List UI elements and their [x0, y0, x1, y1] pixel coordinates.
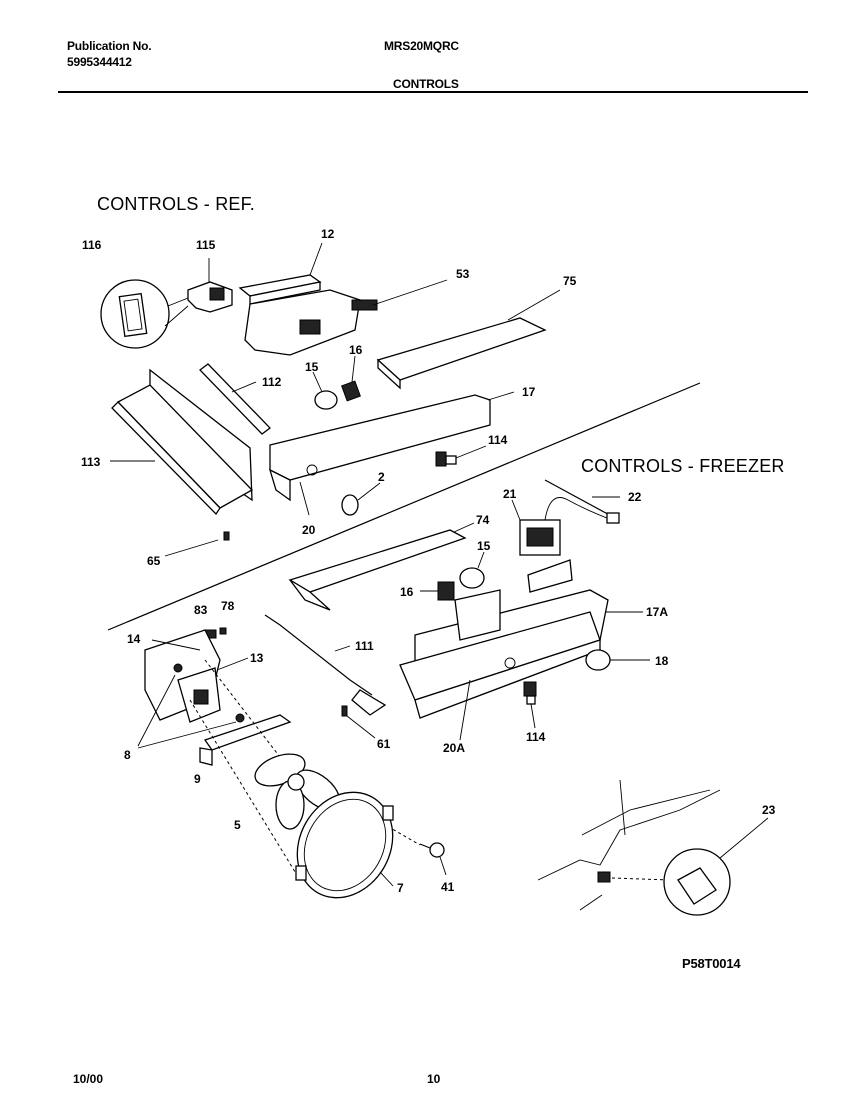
callout-2: 2 — [378, 470, 385, 484]
part-23-inset-detail — [537, 779, 769, 916]
footer-date: 10/00 — [73, 1072, 104, 1086]
callout-114-frz: 114 — [526, 730, 546, 744]
part-15-bulb-ref — [312, 371, 338, 410]
header-rule — [58, 91, 808, 93]
part-18-knob — [585, 649, 650, 671]
part-65-screw — [164, 531, 230, 557]
part-8-leader-b — [137, 721, 237, 749]
part-113-panel — [110, 368, 254, 516]
callout-18: 18 — [655, 654, 669, 668]
callout-111: 111 — [355, 639, 374, 653]
callout-83: 83 — [194, 603, 208, 617]
publication-number: 5995344412 — [67, 55, 132, 69]
callout-116: 116 — [82, 238, 102, 252]
callout-20a: 20A — [443, 741, 466, 755]
callout-78: 78 — [221, 599, 235, 613]
part-112-rod — [199, 363, 271, 435]
callout-74: 74 — [476, 513, 490, 527]
callout-20: 20 — [302, 523, 316, 537]
callout-53: 53 — [456, 267, 470, 281]
part-21-thermostat — [511, 497, 613, 556]
callout-14: 14 — [127, 632, 141, 646]
part-75-light-shield — [376, 289, 561, 390]
section-divider-line — [107, 382, 701, 631]
callout-15-frz: 15 — [477, 539, 491, 553]
callout-15-ref: 15 — [305, 360, 319, 374]
part-8-leader-a — [137, 674, 176, 747]
part-41-screw — [419, 842, 447, 876]
callout-7: 7 — [397, 881, 404, 895]
publication-label: Publication No. — [67, 39, 152, 53]
callout-12: 12 — [321, 227, 335, 241]
freezer-controls-title: CONTROLS - FREEZER — [581, 456, 785, 476]
callout-5: 5 — [234, 818, 241, 832]
callout-113: 113 — [81, 455, 101, 469]
part-9-bracket — [199, 713, 292, 766]
part-13-fan-motor — [177, 657, 249, 723]
callout-16-frz: 16 — [400, 585, 414, 599]
refrigerator-controls-title: CONTROLS - REF. — [97, 194, 256, 214]
callout-65: 65 — [147, 554, 161, 568]
footer-page-number: 10 — [427, 1072, 441, 1086]
assembly-dash-line-2 — [189, 699, 301, 881]
part-114-knob-freezer — [523, 681, 537, 729]
callout-115: 115 — [196, 238, 216, 252]
part-74-light-shield-freezer — [288, 522, 475, 611]
part-53-light-housing — [244, 279, 448, 356]
part-22-sensor — [544, 479, 620, 524]
section-name: CONTROLS — [393, 77, 459, 91]
callout-22: 22 — [628, 490, 642, 504]
callout-8: 8 — [124, 748, 131, 762]
part-16-socket-ref — [341, 355, 361, 402]
part-15-bulb-freezer — [459, 551, 485, 589]
part-7-shroud-ring — [295, 791, 394, 899]
part-116-detail-circle — [100, 279, 189, 349]
part-17-control-housing — [268, 391, 515, 502]
part-12-housing — [238, 242, 323, 305]
part-111-harness — [264, 614, 387, 716]
callout-41: 41 — [441, 880, 455, 894]
part-61-screw — [341, 705, 376, 739]
drawing-code: P58T0014 — [682, 956, 741, 971]
callout-16-ref: 16 — [349, 343, 363, 357]
part-115-bracket — [187, 258, 233, 313]
model-number: MRS20MQRC — [384, 39, 459, 53]
callout-23: 23 — [762, 803, 776, 817]
callout-61: 61 — [377, 737, 391, 751]
part-20-leader — [299, 481, 310, 516]
part-16-socket-freezer — [420, 581, 455, 601]
callout-75: 75 — [563, 274, 577, 288]
callout-114-ref: 114 — [488, 433, 508, 447]
part-2-knob — [341, 482, 381, 516]
callout-17: 17 — [522, 385, 536, 399]
part-114-knob-ref — [435, 445, 487, 467]
callout-21: 21 — [503, 487, 517, 501]
callout-13: 13 — [250, 651, 264, 665]
callout-9: 9 — [194, 772, 201, 786]
callout-17a: 17A — [646, 605, 669, 619]
callout-112: 112 — [262, 375, 282, 389]
